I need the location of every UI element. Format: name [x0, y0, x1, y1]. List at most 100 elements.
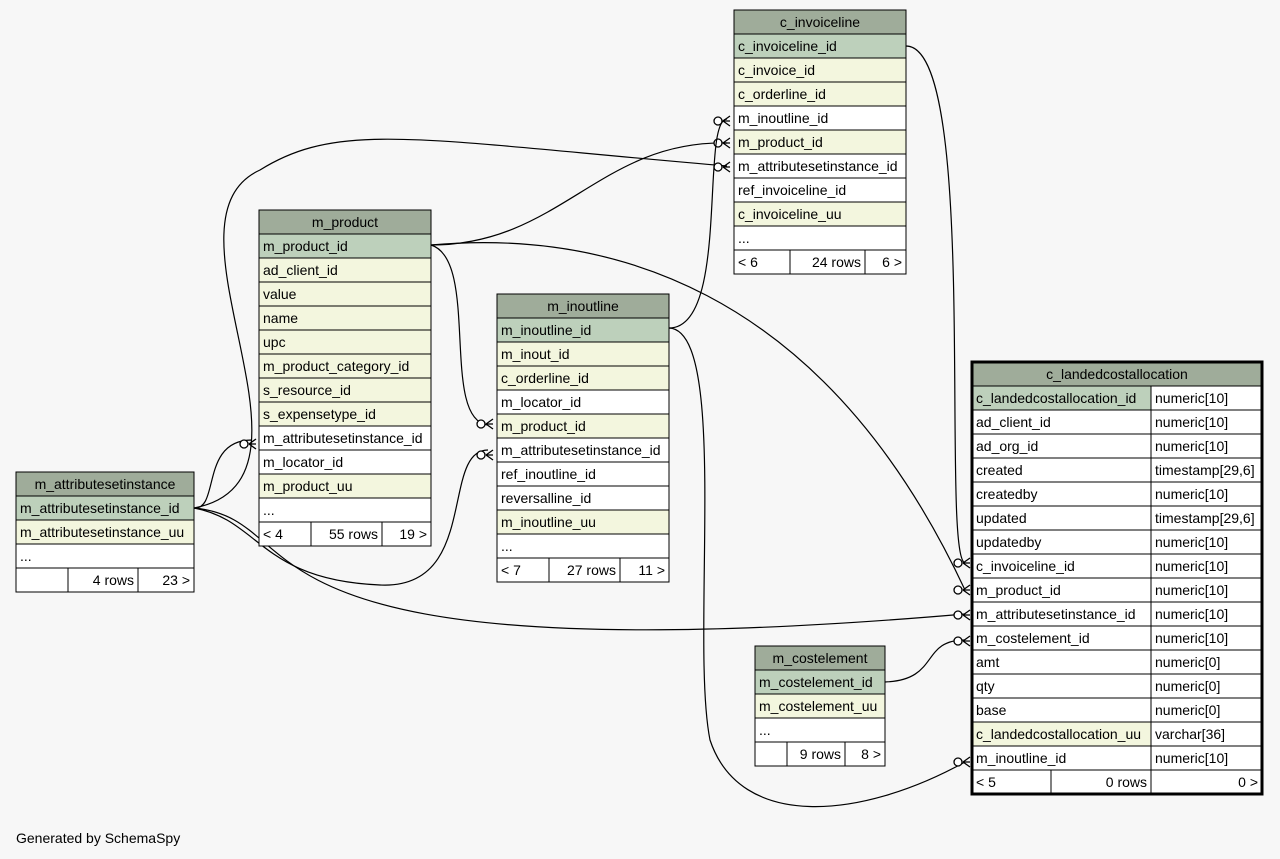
column-row	[733, 225, 907, 251]
column-type: numeric[0]	[1155, 678, 1220, 694]
row-count: 27 rows	[567, 562, 616, 578]
many-marker	[248, 438, 257, 450]
relationship-edge	[668, 327, 971, 808]
column-row	[971, 409, 1152, 435]
column-name: m_attributesetinstance_id	[738, 158, 898, 174]
children-link[interactable]: 11 >	[638, 562, 665, 578]
column-row	[733, 105, 907, 131]
optional-marker	[953, 757, 963, 767]
table-m_product[interactable]: m_productm_product_idad_client_idvaluena…	[258, 209, 432, 547]
column-name: updated	[976, 510, 1027, 526]
column-type: numeric[10]	[1155, 486, 1228, 502]
relationship-edge	[193, 449, 494, 586]
table-m_attributesetinstance[interactable]: m_attributesetinstancem_attributesetinst…	[15, 471, 195, 593]
column-name: m_costelement_uu	[759, 698, 877, 714]
column-type: numeric[10]	[1155, 558, 1228, 574]
many-marker	[485, 449, 494, 461]
column-name: ref_inoutline_id	[501, 466, 596, 482]
edge-line	[193, 449, 489, 586]
parents-link[interactable]: < 5	[976, 774, 996, 790]
column-type-cell	[1150, 457, 1263, 483]
parents-link[interactable]: < 7	[501, 562, 521, 578]
table-header	[754, 645, 886, 671]
row-count: 0 rows	[1106, 774, 1147, 790]
column-row	[496, 413, 670, 439]
many-marker	[485, 418, 494, 430]
optional-marker	[239, 439, 249, 449]
column-name: amt	[976, 654, 999, 670]
column-name: ...	[738, 230, 750, 246]
column-type: numeric[10]	[1155, 582, 1228, 598]
column-name: ...	[759, 722, 771, 738]
children-link[interactable]: 23 >	[162, 572, 190, 588]
column-type-cell	[1150, 433, 1263, 459]
relationship-edge	[668, 115, 731, 329]
edge-line	[430, 244, 489, 426]
edge-line	[430, 142, 728, 246]
column-row	[971, 433, 1152, 459]
row-count: 55 rows	[329, 526, 378, 542]
column-name: base	[976, 702, 1007, 718]
table-border	[15, 471, 195, 593]
column-name: m_product_uu	[263, 478, 353, 494]
table-m_costelement[interactable]: m_costelementm_costelement_idm_costeleme…	[754, 645, 886, 767]
table-title: m_inoutline	[547, 298, 619, 314]
relationship-edge	[430, 242, 971, 596]
column-row	[258, 425, 432, 451]
table-header	[733, 9, 907, 35]
table-m_inoutline[interactable]: m_inoutlinem_inoutline_idm_inout_idc_ord…	[496, 293, 670, 583]
column-row	[971, 745, 1152, 771]
children-link[interactable]: 8 >	[861, 746, 881, 762]
column-type-cell	[1150, 529, 1263, 555]
column-name: c_invoiceline_uu	[738, 206, 842, 222]
row-count: 4 rows	[93, 572, 134, 588]
many-marker	[722, 137, 731, 149]
column-name: m_locator_id	[263, 454, 343, 470]
column-type: numeric[10]	[1155, 390, 1228, 406]
optional-marker	[476, 419, 486, 429]
many-marker	[722, 161, 731, 173]
column-row	[258, 257, 432, 283]
table-title: m_costelement	[773, 650, 868, 666]
column-row	[971, 553, 1152, 579]
children-link[interactable]: 0 >	[1238, 774, 1258, 790]
relationship-edges	[193, 45, 971, 808]
column-name: created	[976, 462, 1023, 478]
optional-marker	[953, 585, 963, 595]
column-type: timestamp[29,6]	[1155, 510, 1255, 526]
row-count: 9 rows	[800, 746, 841, 762]
table-footer	[258, 521, 432, 547]
edge-line	[193, 138, 728, 509]
column-name: reversalline_id	[501, 490, 591, 506]
column-name: ...	[263, 502, 275, 518]
column-type: numeric[10]	[1155, 750, 1228, 766]
table-c_invoiceline[interactable]: c_invoicelinec_invoiceline_idc_invoice_i…	[733, 9, 907, 275]
children-link[interactable]: 19 >	[399, 526, 427, 542]
column-type: numeric[10]	[1155, 630, 1228, 646]
column-name: c_invoice_id	[738, 62, 815, 78]
table-c_landedcostallocation[interactable]: c_landedcostallocationc_landedcostalloca…	[970, 360, 1264, 796]
column-name: s_expensetype_id	[263, 406, 376, 422]
column-type-cell	[1150, 553, 1263, 579]
relationship-edge	[430, 244, 494, 430]
column-row	[971, 457, 1152, 483]
optional-marker	[713, 162, 723, 172]
column-row	[258, 497, 432, 523]
column-name: upc	[263, 334, 286, 350]
column-name: m_attributesetinstance_id	[20, 500, 180, 516]
row-count: 24 rows	[812, 254, 861, 270]
parents-link[interactable]: < 6	[738, 254, 758, 270]
column-type: numeric[0]	[1155, 702, 1220, 718]
optional-marker	[476, 450, 486, 460]
edge-line	[905, 45, 966, 564]
column-row	[971, 625, 1152, 651]
optional-marker	[713, 116, 723, 126]
column-name: ad_client_id	[263, 262, 338, 278]
table-footer	[496, 557, 670, 583]
column-row	[733, 153, 907, 179]
column-name: m_product_category_id	[263, 358, 409, 374]
children-link[interactable]: 6 >	[882, 254, 902, 270]
parents-link[interactable]: < 4	[263, 526, 283, 542]
table-border	[970, 360, 1264, 796]
